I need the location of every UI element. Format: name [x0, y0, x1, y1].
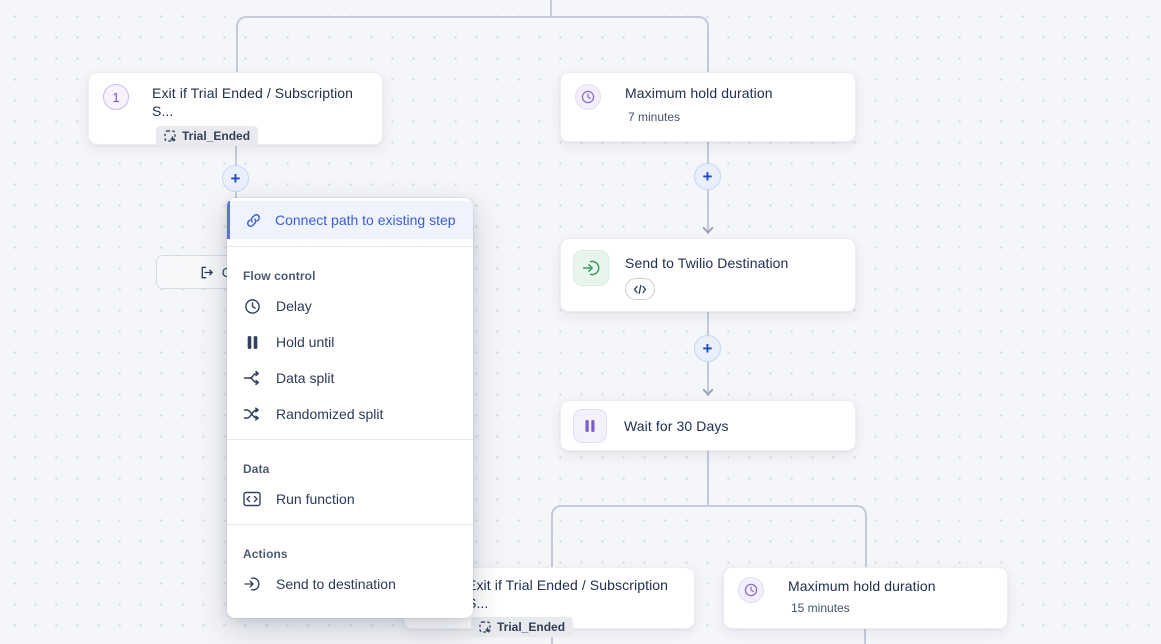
clock-icon [575, 84, 601, 110]
edge-below-max-hold-bottom [864, 629, 866, 644]
audience-dashed-square-icon [164, 130, 176, 142]
pause-icon [243, 333, 261, 351]
arrow-into-circle-icon [573, 250, 609, 286]
menu-item-delay[interactable]: Delay [227, 288, 473, 324]
audience-badge-label: Trial_Ended [182, 129, 251, 143]
clock-icon [738, 577, 764, 603]
audience-dashed-square-icon [479, 621, 491, 633]
node-max-hold-top[interactable]: Maximum hold duration 7 minutes [560, 72, 856, 142]
menu-item-label: Hold until [276, 334, 335, 350]
menu-divider [227, 439, 473, 440]
menu-item-send-to-destination[interactable]: Send to destination [227, 566, 473, 602]
add-step-menu: Connect path to existing step Flow contr… [227, 198, 473, 618]
partial-button-label: C [222, 265, 231, 280]
edge-bottom-branch [551, 505, 867, 567]
node-exit-trial-top[interactable]: 1 Exit if Trial Ended / Subscription S..… [88, 72, 383, 146]
edge-top-branch [236, 16, 709, 72]
add-step-button-2[interactable]: + [694, 163, 721, 190]
node-title: Exit if Trial Ended / Subscription S... [152, 85, 354, 119]
clock-icon [243, 297, 261, 315]
menu-item-label: Randomized split [276, 406, 384, 422]
menu-section-flow-control: Flow control Delay Hold until [227, 247, 473, 432]
link-icon [244, 211, 262, 229]
node-title: Maximum hold duration [625, 85, 773, 101]
node-title: Wait for 30 Days [624, 417, 729, 434]
node-title: Maximum hold duration [788, 578, 936, 594]
node-subtitle: 15 minutes [791, 601, 850, 615]
node-wait-30-days[interactable]: Wait for 30 Days [560, 400, 856, 451]
plus-icon: + [702, 339, 713, 358]
node-subtitle: 7 minutes [628, 110, 681, 124]
menu-item-randomized-split[interactable]: Randomized split [227, 396, 473, 432]
node-max-hold-bottom[interactable]: Maximum hold duration 15 minutes [723, 567, 1008, 629]
menu-item-run-function[interactable]: Run function [227, 481, 473, 517]
add-step-button-1[interactable]: + [222, 165, 249, 192]
menu-section-header: Flow control [243, 269, 316, 283]
arrowhead-into-wait-node [702, 384, 714, 396]
plus-icon: + [702, 167, 713, 186]
pause-icon [573, 408, 607, 443]
arrowhead-into-send-node [702, 222, 714, 234]
arrow-into-circle-icon [243, 575, 261, 593]
node-send-twilio-destination[interactable]: Send to Twilio Destination [560, 238, 856, 312]
menu-section-header: Data [243, 462, 270, 476]
node-title: Send to Twilio Destination [625, 255, 789, 271]
step-index: 1 [112, 89, 120, 105]
menu-divider [227, 524, 473, 525]
edge-top-stem [550, 0, 552, 17]
audience-badge: Trial_Ended [471, 617, 574, 637]
exit-arrow-icon [199, 265, 214, 280]
menu-item-label: Run function [276, 491, 355, 507]
menu-section-actions: Actions Send to destination [227, 525, 473, 602]
plus-icon: + [230, 169, 241, 188]
menu-item-connect-path[interactable]: Connect path to existing step [227, 201, 473, 239]
shuffle-icon [243, 405, 261, 423]
menu-item-label: Delay [276, 298, 312, 314]
menu-section-data: Data Run function [227, 440, 473, 517]
menu-item-label: Send to destination [276, 576, 396, 592]
menu-item-hold-until[interactable]: Hold until [227, 324, 473, 360]
audience-badge-label: Trial_Ended [497, 620, 566, 634]
menu-item-label: Data split [276, 370, 335, 386]
add-step-button-3[interactable]: + [694, 335, 721, 362]
data-split-icon [243, 369, 261, 387]
code-box-icon [243, 490, 261, 508]
step-index-badge: 1 [103, 84, 129, 110]
edge-below-wait-node [707, 451, 709, 506]
audience-badge: Trial_Ended [156, 126, 259, 146]
menu-divider [227, 246, 473, 247]
node-title: Exit if Trial Ended / Subscription S... [467, 577, 669, 611]
menu-item-label: Connect path to existing step [275, 212, 456, 228]
code-icon [625, 278, 655, 300]
menu-item-data-split[interactable]: Data split [227, 360, 473, 396]
menu-section-header: Actions [243, 547, 288, 561]
